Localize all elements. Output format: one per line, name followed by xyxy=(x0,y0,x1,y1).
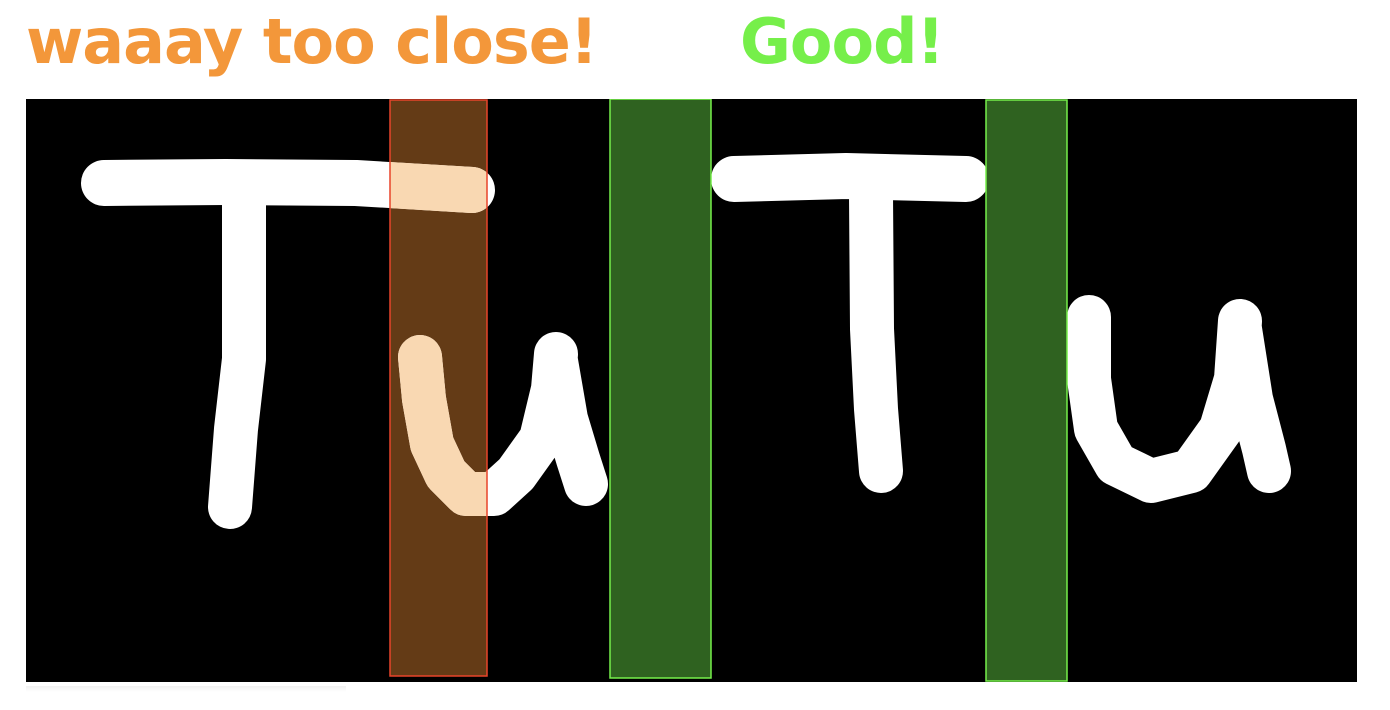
too-close-heading: waaay too close! xyxy=(26,5,598,78)
letters-too-close xyxy=(81,159,608,529)
letter-u2 xyxy=(1067,295,1291,503)
letter-t-stem xyxy=(208,177,266,529)
good-gap-box-right xyxy=(985,99,1068,682)
overlap-letter-u xyxy=(398,335,487,516)
letter-t2-stem xyxy=(849,172,903,493)
letter-t2-crossbar xyxy=(711,153,989,202)
good-heading: Good! xyxy=(740,5,945,78)
bottom-shadow xyxy=(26,686,346,692)
drawing-canvas xyxy=(26,99,1357,682)
too-close-gap-box xyxy=(389,99,488,677)
overlap-crossbar xyxy=(390,162,487,213)
good-gap-box-left xyxy=(609,99,712,679)
letters-good-spacing xyxy=(711,153,1291,503)
